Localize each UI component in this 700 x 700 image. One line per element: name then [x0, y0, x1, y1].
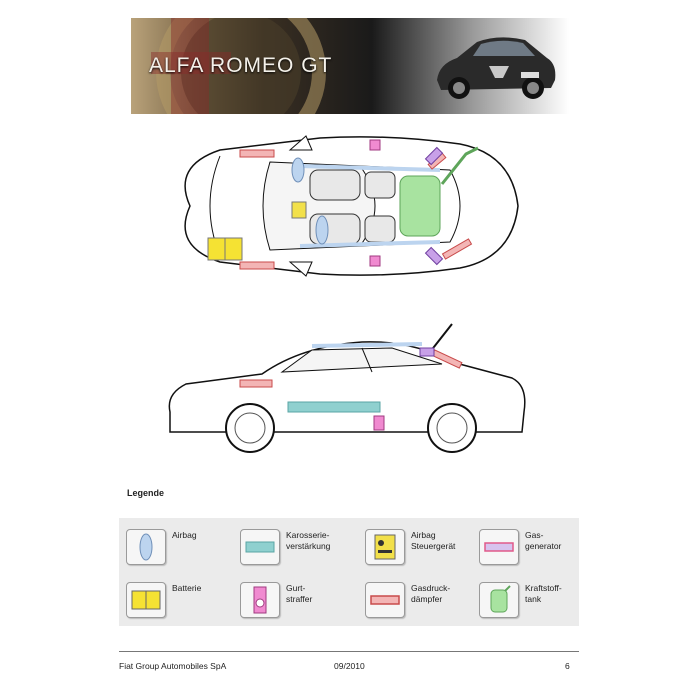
- airbag-icon: [126, 529, 166, 565]
- alfa-romeo-logo-icon: [151, 18, 326, 114]
- footer-company: Fiat Group Automobiles SpA: [119, 661, 227, 671]
- car-top-view-diagram: [184, 135, 519, 277]
- airbag-control-unit-icon: [365, 529, 405, 565]
- legend-label: Kraftstoff-tank: [525, 583, 562, 604]
- fuel-tank-icon: [479, 582, 519, 618]
- legend-item-airbag: Airbag: [126, 529, 241, 571]
- legend-title: Legende: [127, 488, 165, 498]
- legend-label: Batterie: [172, 583, 202, 593]
- car-side-view-diagram: [168, 323, 526, 453]
- page-title: ALFA ROMEO GT: [149, 54, 333, 77]
- belt-tensioner-icon: [240, 582, 280, 618]
- legend-item-belt-tensioner: Gurt-straffer: [240, 582, 355, 624]
- legend-label: Airbag: [172, 530, 197, 540]
- legend-item-reinforcement: Karosserie-verstärkung: [240, 529, 355, 571]
- battery-icon: [126, 582, 166, 618]
- legend-item-gas-generator: Gas-generator: [479, 529, 594, 571]
- legend-item-fuel-tank: Kraftstoff-tank: [479, 582, 594, 624]
- body-reinforcement-icon: [240, 529, 280, 565]
- gas-damper-icon: [365, 582, 405, 618]
- legend-label: Gasdruck-dämpfer: [411, 583, 451, 604]
- footer-divider: [119, 651, 579, 652]
- legend-item-battery: Batterie: [126, 582, 241, 624]
- legend-label: Gurt-straffer: [286, 583, 313, 604]
- legend-item-gas-damper: Gasdruck-dämpfer: [365, 582, 480, 624]
- header-banner: ALFA ROMEO GT: [131, 18, 569, 114]
- legend-label: Karosserie-verstärkung: [286, 530, 331, 551]
- legend-label: Gas-generator: [525, 530, 562, 551]
- car-photo-icon: [437, 37, 556, 99]
- footer-date: 09/2010: [334, 661, 365, 671]
- gas-generator-icon: [479, 529, 519, 565]
- footer-page-number: 6: [565, 661, 570, 671]
